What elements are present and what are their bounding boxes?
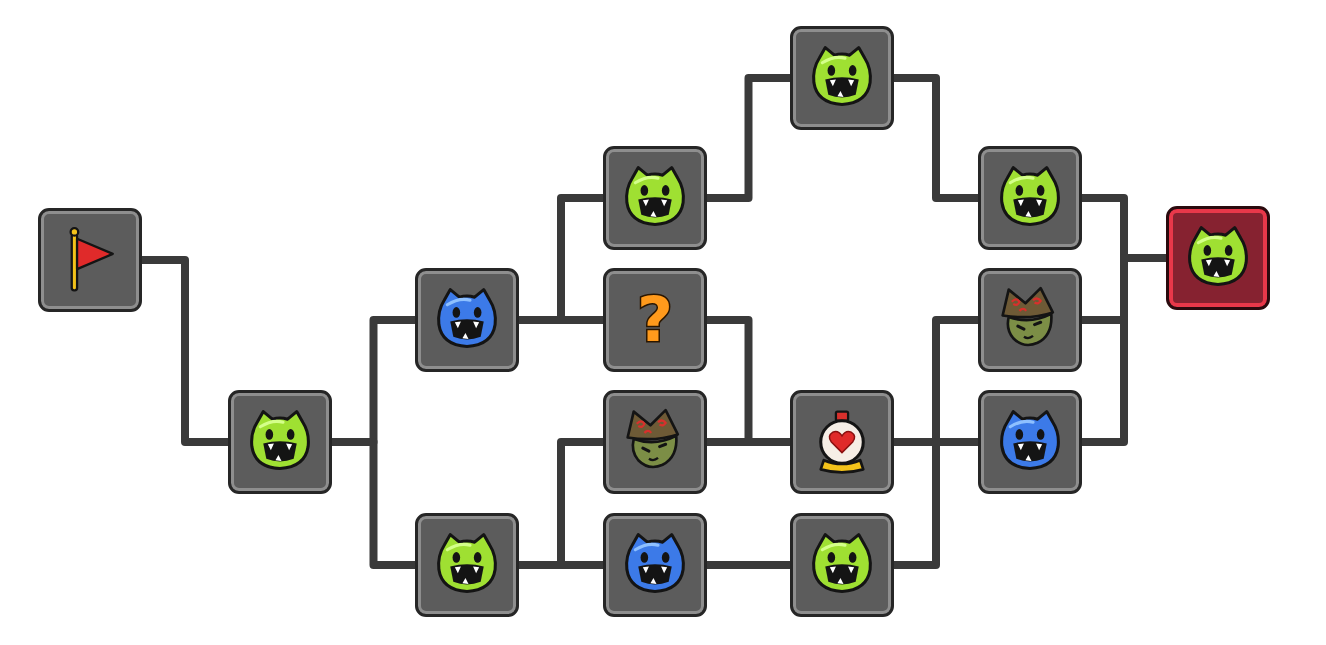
map-path — [894, 78, 978, 198]
map-path — [1082, 258, 1166, 442]
elite-box — [603, 513, 707, 617]
enemy-icon — [627, 168, 684, 225]
merchant-icon — [628, 410, 678, 467]
enemy-icon — [814, 48, 871, 105]
event-box: ? — [603, 268, 707, 372]
enemy-icon — [252, 412, 309, 469]
enemy-icon — [814, 535, 871, 592]
elite-icon — [627, 535, 684, 592]
map-path — [707, 561, 790, 569]
boss-box — [1166, 206, 1270, 310]
boss-icon — [1190, 228, 1247, 285]
map-path — [519, 442, 603, 565]
merchant-icon — [1003, 288, 1053, 345]
enemy-box — [790, 513, 894, 617]
elite-box — [978, 390, 1082, 494]
merchant-box — [603, 390, 707, 494]
map-path — [894, 320, 978, 442]
enemy-box — [790, 26, 894, 130]
start-box — [38, 208, 142, 312]
map-path — [142, 260, 228, 442]
enemy-icon — [439, 535, 496, 592]
enemy-box — [978, 146, 1082, 250]
map-path — [894, 442, 978, 565]
enemy-icon — [1002, 168, 1059, 225]
map-path — [1082, 198, 1166, 258]
potion-box — [790, 390, 894, 494]
map-path — [332, 442, 415, 565]
map-path — [519, 561, 603, 569]
map-path — [707, 78, 790, 198]
merchant-box — [978, 268, 1082, 372]
enemy-box — [228, 390, 332, 494]
enemy-box — [603, 146, 707, 250]
map-path — [707, 438, 790, 446]
map-path — [707, 320, 790, 442]
map-path — [519, 198, 603, 320]
start-flag — [71, 228, 113, 290]
elite-box — [415, 268, 519, 372]
map-path — [332, 320, 415, 442]
event-mark: ? — [637, 289, 673, 351]
elite-icon — [1002, 412, 1059, 469]
potion-icon — [821, 412, 864, 473]
map-path — [519, 316, 603, 324]
elite-icon — [439, 290, 496, 347]
enemy-box — [415, 513, 519, 617]
